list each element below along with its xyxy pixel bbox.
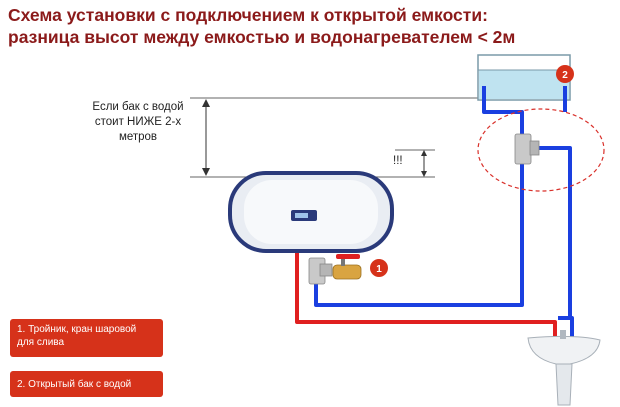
highlight-ellipse [477,108,605,192]
tee-fitting-icon [514,133,540,165]
hot-water-pipes [295,250,557,338]
small-arrow-head-down [421,171,427,177]
title-line-2: разница высот между емкостью и водонагре… [8,27,516,47]
arrow-head-up [202,99,210,107]
badge-1: 1 [370,259,388,277]
diagram-title: Схема установки с подключением к открыто… [8,4,618,48]
height-note: Если бак с водой стоит НИЖЕ 2-х метров [92,101,184,143]
badge-1-label: 1 [376,264,382,275]
badge-2: 2 [556,65,574,83]
tee-fitting-icon [308,257,333,285]
legend-item-2: 2. Открытый бак с водой [10,371,163,397]
legend-item-1: 1. Тройник, кран шаровой для слива [10,319,163,357]
washbasin-icon [527,330,601,406]
water-heater-icon [228,171,394,253]
badge-2-label: 2 [562,70,568,81]
title-line-1: Схема установки с подключением к открыто… [8,5,488,25]
cold-water-pipes [314,86,574,338]
arrow-head-down [202,168,210,176]
small-arrow-head-up [421,150,427,156]
ball-valve-icon [332,254,362,280]
open-tank-icon [477,54,571,101]
warning-exclamation: !!! [393,155,403,167]
